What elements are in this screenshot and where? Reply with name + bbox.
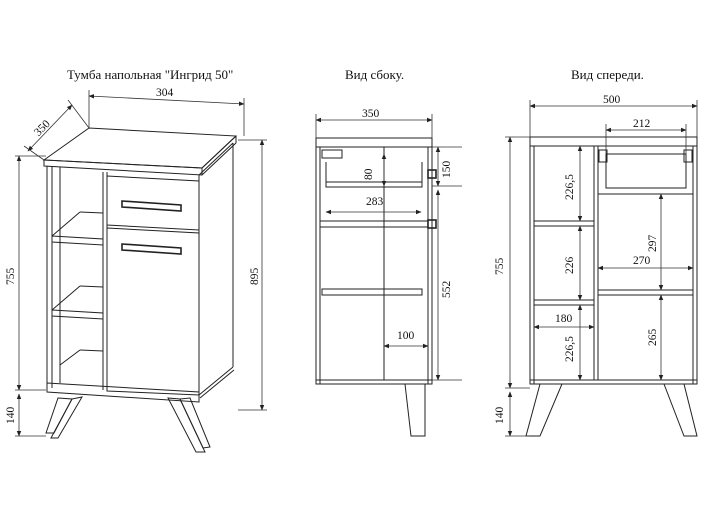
iso-body-height-label: 755 xyxy=(5,268,17,286)
iso-width-label: 304 xyxy=(156,87,174,99)
front-shelf-top-label: 226,5 xyxy=(564,174,576,200)
iso-leg-height-label: 140 xyxy=(5,407,17,425)
front-shelf-width-label: 180 xyxy=(555,313,573,325)
front-shelf-middle-label: 226 xyxy=(564,257,576,275)
isometric-view: 350 304 755 140 895 xyxy=(5,87,267,453)
side-door-section-label: 552 xyxy=(441,281,453,299)
front-view-title: Вид спереди. xyxy=(571,67,644,82)
iso-total-height-label: 895 xyxy=(249,268,261,286)
front-shelf-bottom-label: 226,5 xyxy=(564,336,576,362)
side-drawer-depth-label: 283 xyxy=(366,196,384,208)
side-drawer-height-label: 80 xyxy=(363,168,375,180)
front-leg-height-label: 140 xyxy=(494,407,506,425)
front-body-height-label: 755 xyxy=(494,258,506,276)
side-top-offset-label: 150 xyxy=(441,161,453,179)
side-handle-offset-label: 100 xyxy=(397,330,415,342)
front-inner-width-label: 270 xyxy=(633,255,651,267)
front-door-upper-label: 297 xyxy=(647,235,659,253)
iso-depth-label: 350 xyxy=(32,118,53,139)
side-depth-label: 350 xyxy=(362,108,380,120)
front-view: 500 212 755 140 226,5 226 226,5 180 297 … xyxy=(494,94,698,437)
front-door-lower-label: 265 xyxy=(647,329,659,347)
side-view: 350 80 150 283 552 100 xyxy=(315,108,462,437)
front-width-label: 500 xyxy=(603,94,621,106)
product-title: Тумба напольная "Ингрид 50" xyxy=(67,67,233,82)
front-drawer-width-label: 212 xyxy=(633,118,651,130)
side-view-title: Вид сбоку. xyxy=(345,67,404,82)
